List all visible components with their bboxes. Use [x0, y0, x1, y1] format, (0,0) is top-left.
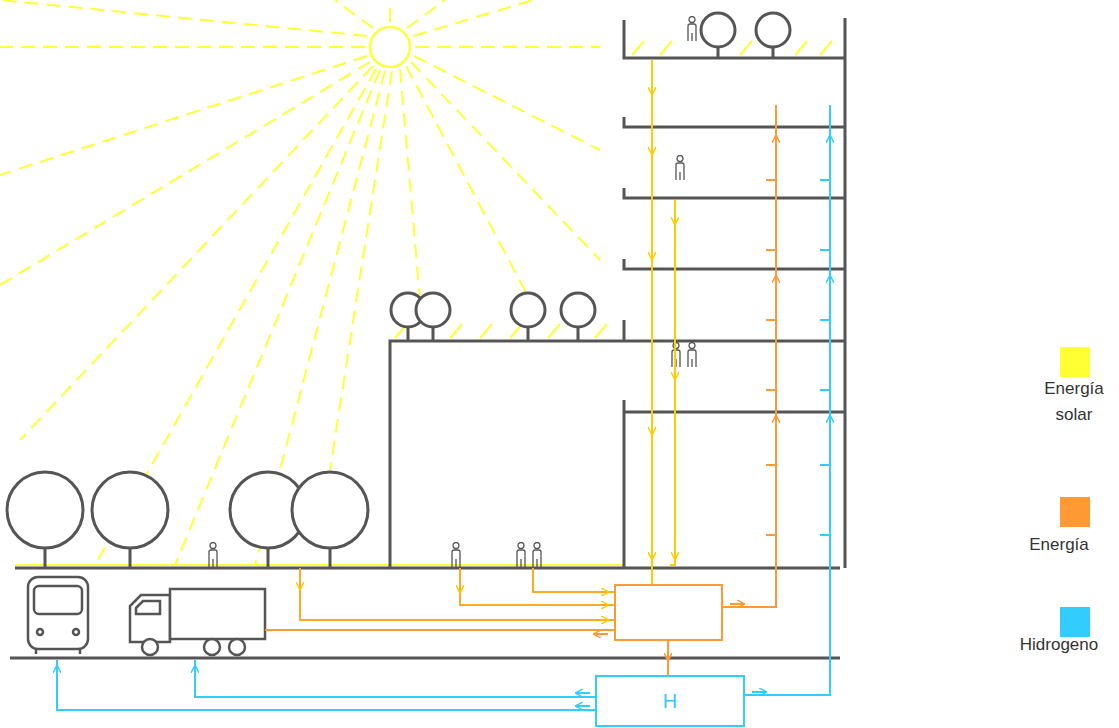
- legend-swatch: [1060, 607, 1090, 637]
- node-label: H: [663, 690, 677, 713]
- hydrogen-box: H: [595, 675, 745, 727]
- legend-text: Energía solar: [1034, 376, 1114, 428]
- legend-swatch: [1060, 497, 1090, 527]
- legend-text: Energía: [1004, 532, 1114, 558]
- legend-swatch: [1060, 347, 1090, 377]
- legend-text: Hidrogeno: [1004, 632, 1114, 658]
